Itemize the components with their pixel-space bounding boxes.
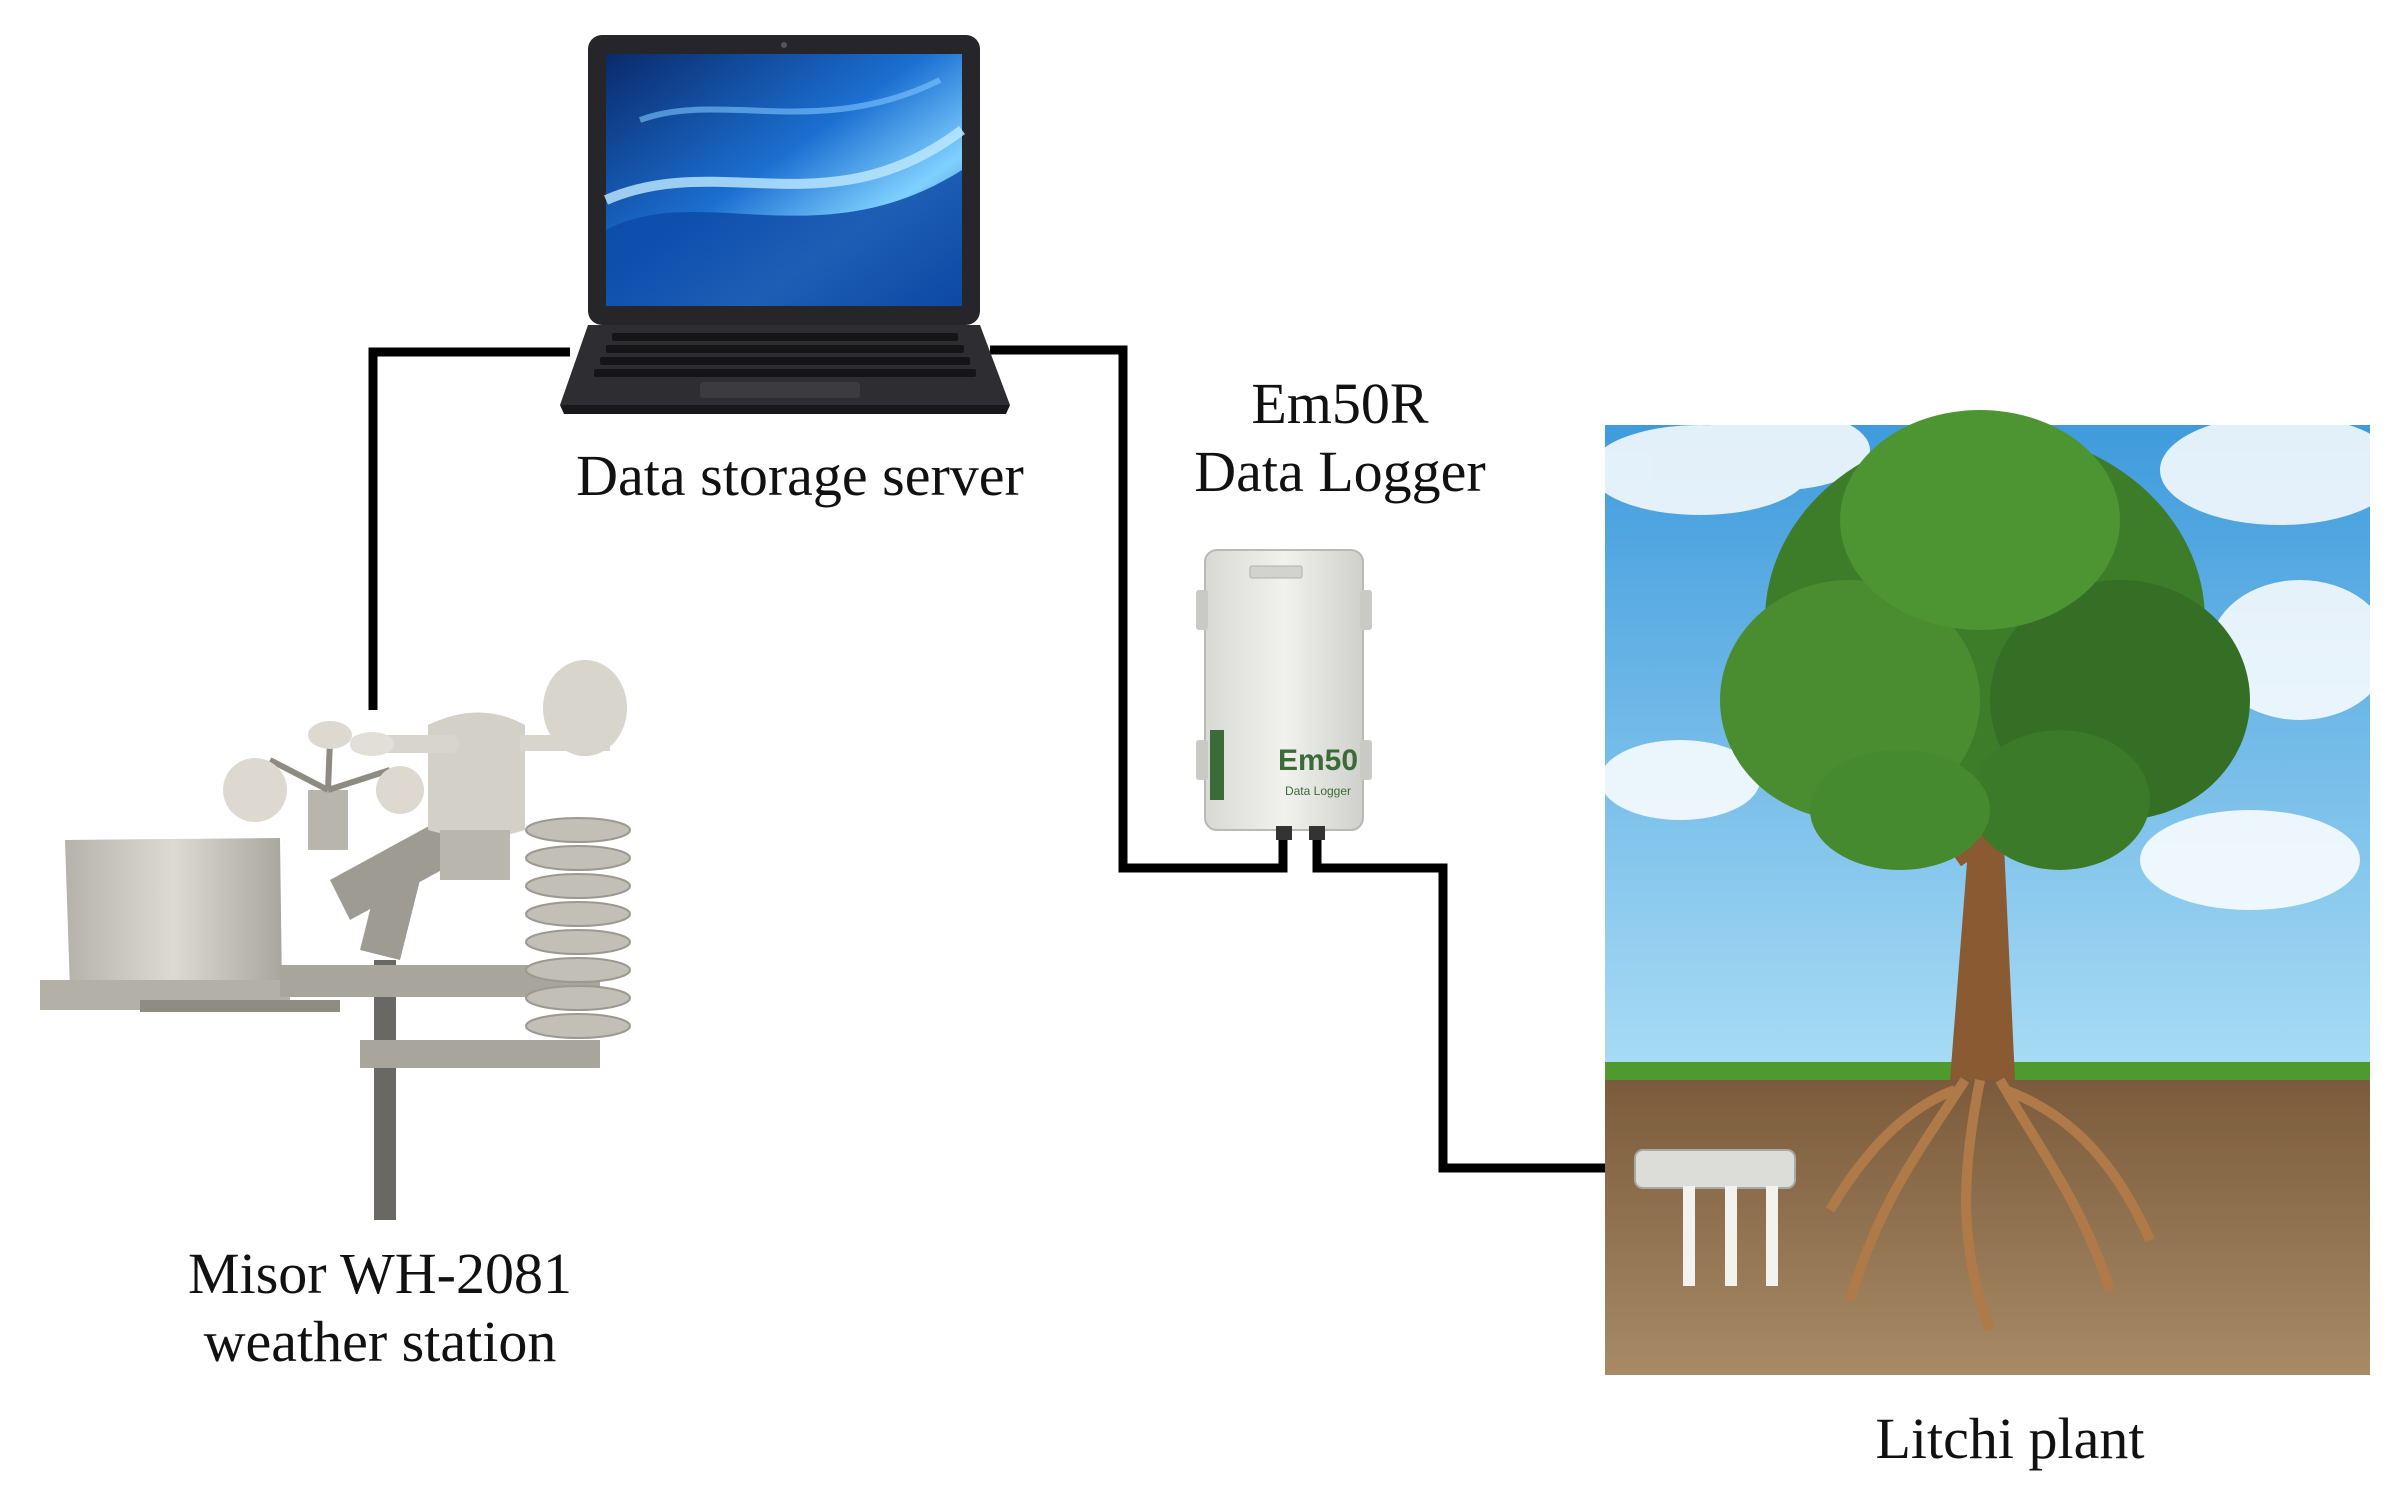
station-label-line-2: weather station bbox=[203, 1309, 557, 1374]
station-label-line-1: Misor WH-2081 bbox=[188, 1241, 572, 1306]
litchi-plant-scene bbox=[1590, 410, 2396, 1375]
laptop-icon bbox=[560, 35, 1010, 414]
tree-foliage bbox=[1720, 410, 2250, 870]
data-logger-device: Em50 Data Logger bbox=[1196, 549, 1372, 840]
wire-logger-to-sensor bbox=[1312, 830, 1645, 1173]
server-label: Data storage server bbox=[576, 443, 1024, 508]
logger-label-line-2: Data Logger bbox=[1194, 439, 1486, 504]
weather-station-device bbox=[40, 660, 631, 1220]
cloud-icon bbox=[1590, 410, 2396, 910]
roots bbox=[1825, 1077, 2155, 1332]
logger-label-line-1: Em50R bbox=[1251, 371, 1429, 436]
radiation-shield-icon bbox=[525, 817, 631, 1039]
soil-sensor-device bbox=[1634, 1149, 1796, 1286]
wire-server-to-logger bbox=[990, 345, 1288, 873]
keyboard-icon bbox=[594, 333, 976, 377]
logger-sub-text: Data Logger bbox=[1285, 784, 1351, 798]
logger-brand-text: Em50 bbox=[1278, 744, 1358, 777]
wire-station-to-server bbox=[368, 347, 570, 710]
connection-wires bbox=[368, 345, 1645, 1173]
logger-label: Em50R Data Logger bbox=[1130, 370, 1550, 506]
station-label: Misor WH-2081 weather station bbox=[130, 1240, 630, 1376]
plant-label: Litchi plant bbox=[1875, 1406, 2145, 1471]
